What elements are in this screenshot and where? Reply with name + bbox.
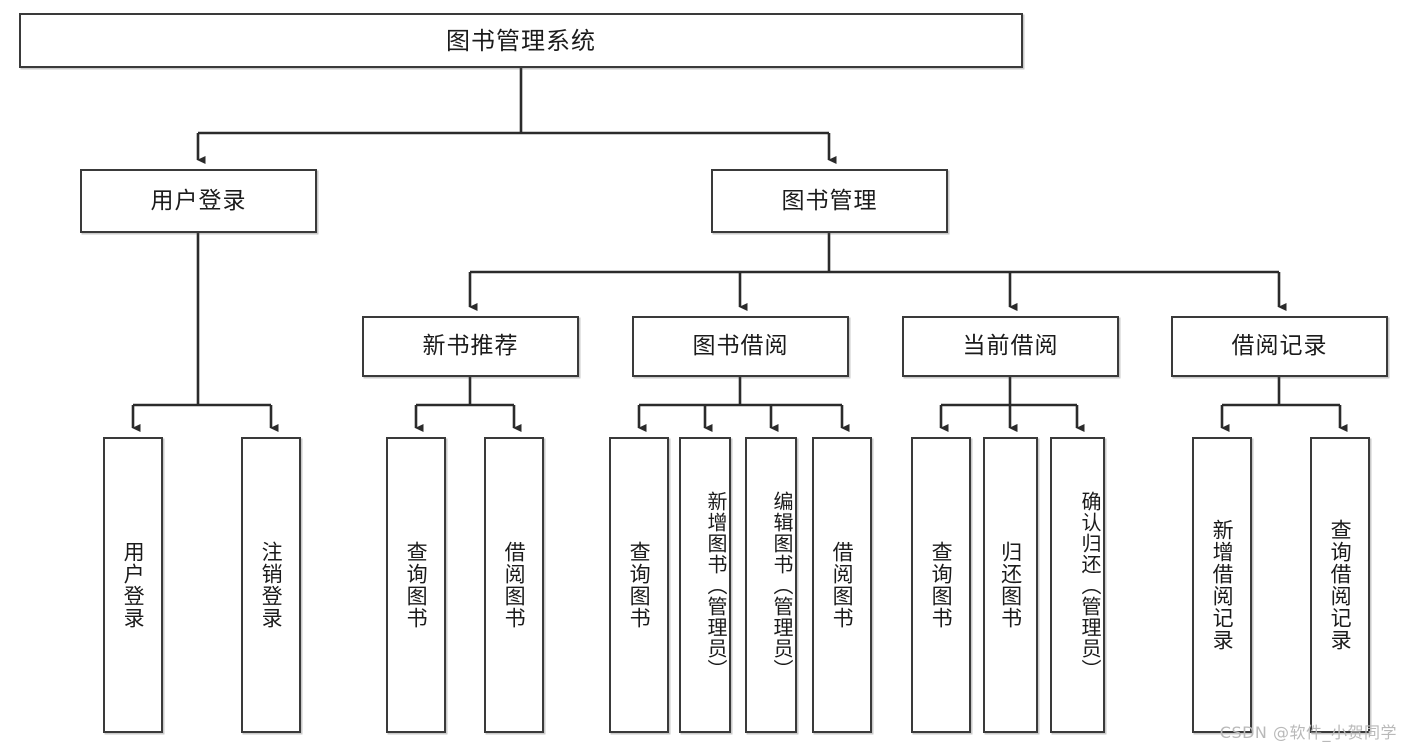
node-leaf-user-login-label: 用户登录 — [121, 541, 146, 629]
node-leaf-borrow-book-2-label: 借阅图书 — [830, 541, 855, 629]
node-root-label: 图书管理系统 — [446, 26, 596, 55]
node-user-login[interactable]: 用户登录 — [80, 169, 317, 233]
node-current-borrow[interactable]: 当前借阅 — [902, 316, 1119, 377]
node-leaf-add-borrow-rec-label: 新增借阅记录 — [1210, 519, 1235, 651]
node-leaf-query-book-3[interactable]: 查询图书 — [911, 437, 971, 733]
node-leaf-add-book[interactable]: 新增图书（管理员） — [679, 437, 731, 733]
node-borrow-record[interactable]: 借阅记录 — [1171, 316, 1388, 377]
node-leaf-borrow-book-1[interactable]: 借阅图书 — [484, 437, 544, 733]
node-leaf-add-book-label: 新增图书（管理员） — [704, 490, 728, 680]
node-book-borrow-label: 图书借阅 — [692, 333, 789, 360]
node-book-manage[interactable]: 图书管理 — [711, 169, 948, 233]
node-leaf-add-borrow-rec[interactable]: 新增借阅记录 — [1192, 437, 1252, 733]
node-leaf-query-book-2-label: 查询图书 — [627, 541, 652, 629]
node-current-borrow-label: 当前借阅 — [962, 333, 1059, 360]
node-leaf-query-borrow-rec-label: 查询借阅记录 — [1328, 519, 1353, 651]
watermark-text: CSDN @软件_小贺同学 — [1219, 723, 1397, 742]
node-leaf-borrow-book-1-label: 借阅图书 — [502, 541, 527, 629]
node-leaf-return-book-label: 归还图书 — [998, 541, 1023, 629]
node-book-borrow[interactable]: 图书借阅 — [632, 316, 849, 377]
node-leaf-return-book[interactable]: 归还图书 — [983, 437, 1038, 733]
node-leaf-edit-book[interactable]: 编辑图书（管理员） — [745, 437, 797, 733]
node-leaf-query-book-1[interactable]: 查询图书 — [386, 437, 446, 733]
node-borrow-record-label: 借阅记录 — [1231, 333, 1328, 360]
node-leaf-confirm-return[interactable]: 确认归还（管理员） — [1050, 437, 1105, 733]
node-book-manage-label: 图书管理 — [781, 187, 878, 214]
node-root[interactable]: 图书管理系统 — [19, 13, 1023, 68]
node-leaf-query-borrow-rec[interactable]: 查询借阅记录 — [1310, 437, 1370, 733]
node-new-book-rec-label: 新书推荐 — [422, 333, 519, 360]
node-leaf-logout-login-label: 注销登录 — [259, 541, 284, 629]
node-leaf-edit-book-label: 编辑图书（管理员） — [770, 490, 794, 680]
node-leaf-confirm-return-label: 确认归还（管理员） — [1078, 490, 1102, 680]
node-user-login-label: 用户登录 — [150, 187, 247, 214]
node-leaf-borrow-book-2[interactable]: 借阅图书 — [812, 437, 872, 733]
node-leaf-user-login[interactable]: 用户登录 — [103, 437, 163, 733]
node-new-book-rec[interactable]: 新书推荐 — [362, 316, 579, 377]
node-leaf-query-book-1-label: 查询图书 — [404, 541, 429, 629]
node-leaf-query-book-2[interactable]: 查询图书 — [609, 437, 669, 733]
node-leaf-logout-login[interactable]: 注销登录 — [241, 437, 301, 733]
node-leaf-query-book-3-label: 查询图书 — [929, 541, 954, 629]
